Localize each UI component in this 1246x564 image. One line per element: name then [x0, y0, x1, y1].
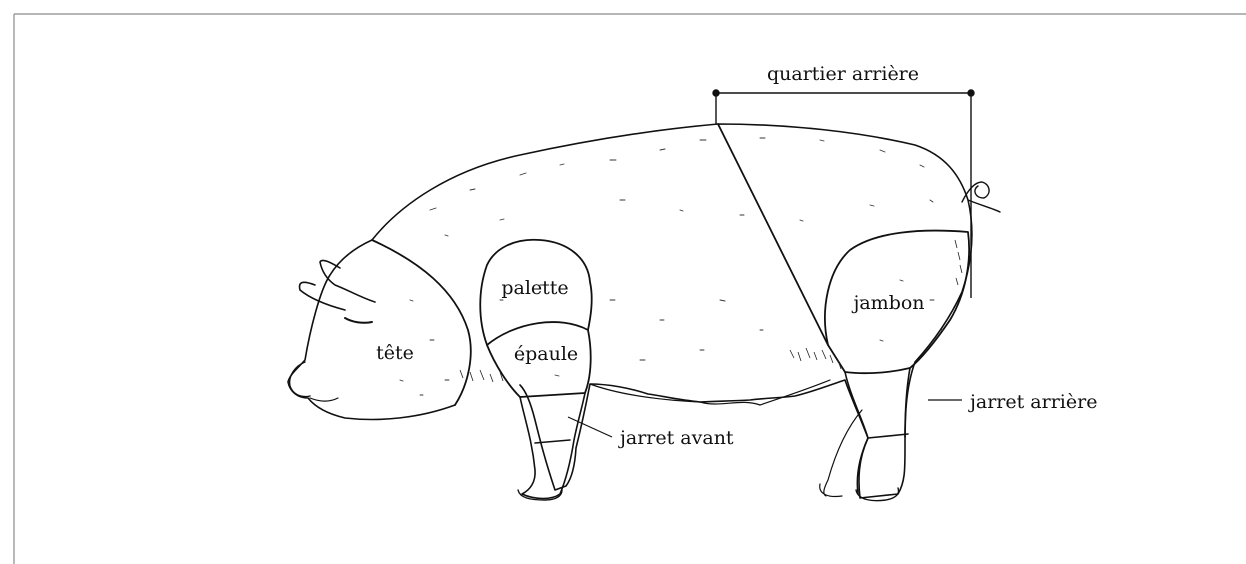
- pig-hind-leg: [845, 368, 910, 494]
- label-quartier-arriere: quartier arrière: [767, 63, 919, 85]
- label-epaule: épaule: [514, 343, 578, 365]
- label-jambon: jambon: [851, 292, 924, 314]
- bracket-right-dot: [968, 90, 974, 96]
- label-jarret-avant: jarret avant: [618, 427, 734, 449]
- pig-texture: [400, 138, 943, 395]
- cut-line-tete: [372, 240, 471, 405]
- pig-snout: [290, 362, 310, 397]
- hind-leg-cut: [868, 434, 908, 438]
- label-palette: palette: [501, 277, 568, 299]
- bracket-left-dot: [713, 90, 719, 96]
- label-jarret-arriere: jarret arrière: [968, 391, 1097, 413]
- cut-line-quartier: [718, 124, 828, 345]
- pig-ear: [320, 260, 375, 302]
- pig-hind-leg-back: [824, 410, 862, 496]
- hind-hoof-back: [820, 484, 842, 497]
- pig-head-outline: [288, 240, 455, 419]
- label-tete: tête: [376, 342, 414, 364]
- pig-eye: [345, 318, 372, 323]
- pig-mouth: [310, 398, 338, 401]
